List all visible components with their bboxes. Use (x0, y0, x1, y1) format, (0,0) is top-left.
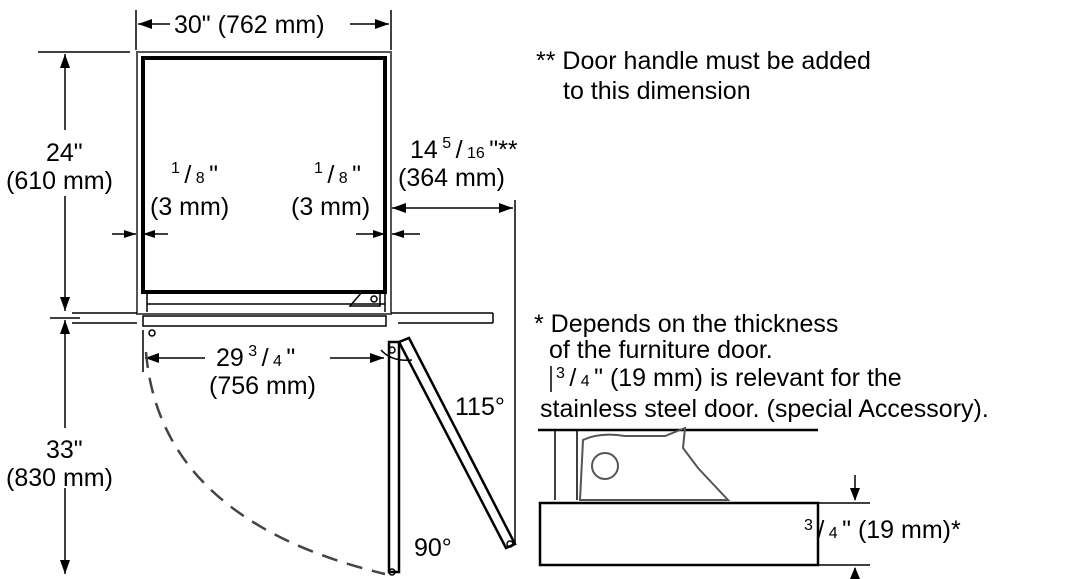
depends-note-line4: stainless steel door. (special Accessory… (540, 395, 989, 423)
door-depth-numerator: 5 (442, 135, 451, 152)
svg-text:1 / 8 ": 1 / 8 " (314, 160, 361, 189)
inner-width-dimension: 29 3 / 4 " (756 mm) (142, 330, 384, 400)
gap-right-denominator: 8 (339, 170, 348, 187)
gap-right-suffix: " (352, 161, 361, 189)
gap-left-numerator: 1 (171, 160, 180, 177)
gap-right-mm: (3 mm) (291, 193, 370, 221)
door-depth-dimension: 14 5 / 16 "** (364 mm) (392, 135, 518, 545)
depends-note-numerator: 3 (556, 365, 565, 382)
svg-text:3 / 4 " (19: 3 / 4 " (19 mm) is relevant for the (556, 364, 902, 392)
inner-width-mm: (756 mm) (209, 372, 316, 400)
cabinet-line (72, 312, 494, 337)
height-dimension-top: 24" (610 mm) (6, 51, 130, 311)
inner-width-numerator: 3 (248, 343, 257, 360)
door-depth-mm: (364 mm) (398, 164, 505, 192)
angle-115-label: 115° (455, 393, 505, 421)
depends-note: * Depends on the thickness of the furnit… (534, 310, 989, 423)
gap-left-denominator: 8 (196, 170, 205, 187)
svg-text:14 5 / 16: 14 5 / 16 "** (410, 135, 518, 164)
width-dimension: 30" (762 mm) (135, 10, 392, 50)
handle-note-line2: to this dimension (563, 77, 751, 105)
svg-text:29 3 / 4: 29 3 / 4 " (216, 343, 295, 372)
door-depth-suffix: "** (489, 136, 518, 164)
angle-90-label: 90° (414, 534, 452, 562)
door-swing: 115° 90° (144, 336, 517, 576)
depends-note-line2: of the furniture door. (549, 336, 773, 364)
handle-note-line1: ** Door handle must be added (536, 47, 871, 75)
svg-text:3 / 4 " (19: 3 / 4 " (19 mm)* (804, 516, 961, 544)
appliance-front (136, 51, 392, 315)
inner-width-suffix: " (286, 344, 295, 372)
gap-left-mm: (3 mm) (150, 193, 229, 221)
depends-note-line3-text: " (19 mm) is relevant for the (594, 364, 902, 392)
gap-left-suffix: " (209, 161, 218, 189)
gap-right-numerator: 1 (314, 160, 323, 177)
height-bottom-mm: (830 mm) (6, 464, 113, 492)
panel-thickness-numerator: 3 (804, 517, 813, 534)
height-top-inches: 24" (46, 139, 83, 167)
svg-text:1 / 8 ": 1 / 8 " (171, 160, 218, 189)
inner-width-denominator: 4 (273, 353, 282, 370)
height-dimension-bottom: 33" (830 mm) (6, 317, 113, 574)
hinge-detail: 3 / 4 " (19 mm)* (538, 426, 961, 579)
panel-thickness-text: " (19 mm)* (842, 516, 961, 544)
height-top-mm: (610 mm) (6, 167, 113, 195)
gap-dimension-right: 1 / 8 " (3 mm) (291, 160, 420, 238)
panel-thickness-denominator: 4 (829, 525, 838, 542)
inner-width-whole: 29 (216, 344, 244, 372)
handle-note: ** Door handle must be added to this dim… (536, 47, 871, 105)
gap-dimension-left: 1 / 8 " (3 mm) (112, 160, 229, 238)
height-bottom-inches: 33" (46, 436, 83, 464)
depends-note-denominator: 4 (581, 373, 590, 390)
width-dimension-label: 30" (762 mm) (174, 11, 325, 39)
door-depth-denominator: 16 (467, 145, 485, 162)
door-depth-whole: 14 (410, 136, 438, 164)
depends-note-line1: * Depends on the thickness (534, 310, 838, 338)
